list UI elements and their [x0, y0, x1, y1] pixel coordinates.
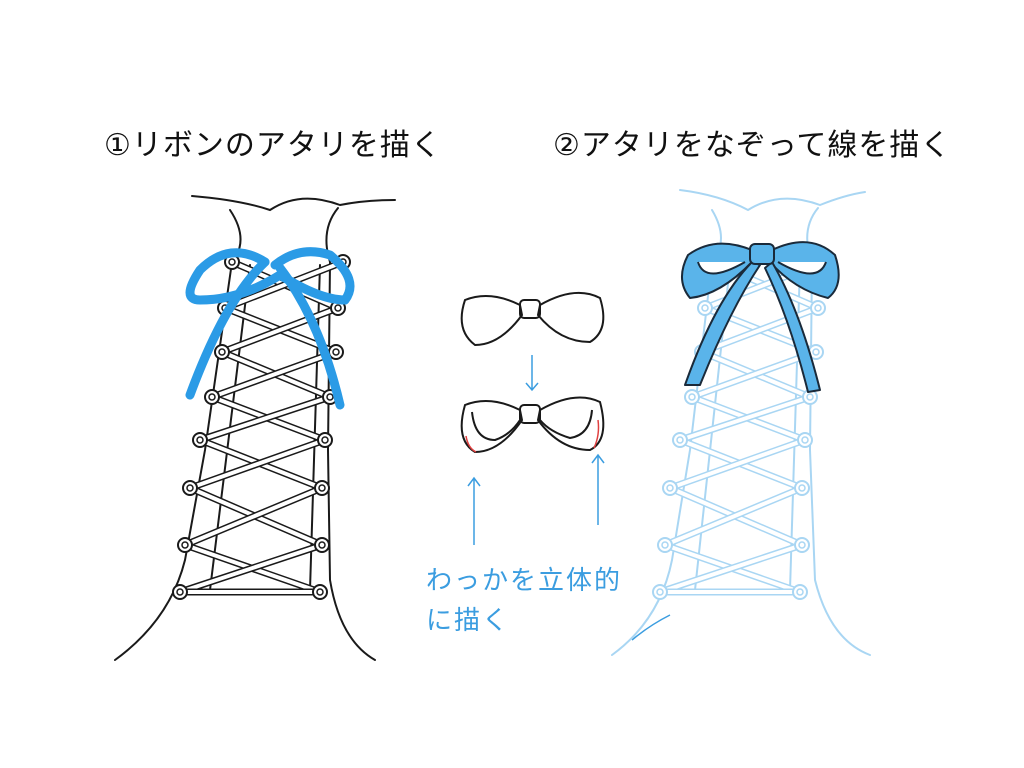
- eyelet-hole: [218, 348, 226, 356]
- arrows-up: [467, 453, 671, 641]
- neck-outline: [191, 195, 396, 212]
- eyelet: [684, 389, 700, 405]
- annotation-line-1: わっかを立体的: [426, 566, 623, 596]
- eyelet-hole: [318, 484, 326, 492]
- lace-fill: [188, 438, 327, 490]
- eyelet: [192, 432, 208, 448]
- eyelet-hole: [814, 304, 822, 312]
- eyelet-hole: [701, 304, 709, 312]
- eyelet: [672, 432, 688, 448]
- eyelet-hole: [688, 393, 696, 401]
- eyelet: [317, 432, 333, 448]
- eyelet-hole: [318, 541, 326, 549]
- eyelet: [652, 584, 668, 600]
- eyelet: [792, 584, 808, 600]
- eyelet-hole: [661, 541, 669, 549]
- shadow-mark-right: [593, 419, 600, 449]
- eyelet: [214, 344, 230, 360]
- right-traced-figure: [611, 189, 871, 656]
- eyelet-hole: [186, 484, 194, 492]
- lace-fill: [183, 486, 324, 547]
- eyelet-hole: [801, 436, 809, 444]
- lace-fill: [690, 350, 818, 399]
- lace-fill: [210, 350, 338, 399]
- eyelet: [797, 432, 813, 448]
- eyelet-hole: [326, 393, 334, 401]
- eyelet-hole: [228, 258, 236, 266]
- left-body-outline: [114, 209, 242, 661]
- lace-fill: [658, 543, 804, 594]
- eyelet: [794, 537, 810, 553]
- eyelet-hole: [321, 436, 329, 444]
- eyelet-hole: [676, 436, 684, 444]
- lace-fill: [223, 260, 345, 310]
- eyelet-hole: [656, 588, 664, 596]
- eyelet: [794, 480, 810, 496]
- lace-fill: [700, 306, 820, 354]
- eyelet-hole: [332, 348, 340, 356]
- bow-example-flat: [460, 291, 605, 347]
- lace-fill: [220, 306, 340, 354]
- eyelet-hole: [666, 484, 674, 492]
- eyelet-hole: [334, 304, 342, 312]
- eyelet-hole: [812, 348, 820, 356]
- eyelet: [204, 389, 220, 405]
- right-body-outline: [325, 207, 376, 661]
- eyelet: [172, 584, 188, 600]
- shadow-mark-left: [465, 435, 477, 453]
- eyelet-hole: [796, 588, 804, 596]
- arrow-down: [525, 355, 539, 392]
- eyelet: [662, 480, 678, 496]
- eyelet: [314, 480, 330, 496]
- lace-fill: [198, 395, 332, 442]
- bow-example-3d: [460, 396, 605, 454]
- step2-title: ②アタリをなぞって線を描く: [553, 128, 952, 163]
- eyelet-hole: [176, 588, 184, 596]
- eyelet: [810, 300, 826, 316]
- eyelet: [697, 300, 713, 316]
- eyelet-hole: [798, 484, 806, 492]
- rough-ribbon-guide: [185, 247, 355, 410]
- eyelet: [328, 344, 344, 360]
- final-ribbon: [681, 241, 840, 393]
- eyelet: [177, 537, 193, 553]
- lace-fill: [668, 438, 807, 490]
- lace-fill: [678, 395, 812, 442]
- eyelet-hole: [181, 541, 189, 549]
- eyelet: [657, 537, 673, 553]
- eyelet: [182, 480, 198, 496]
- lace-fill: [663, 486, 804, 547]
- eyelet-hole: [806, 393, 814, 401]
- left-sketch-figure: [114, 195, 396, 661]
- lace-fill: [178, 543, 324, 594]
- step1-title: ①リボンのアタリを描く: [104, 128, 442, 163]
- annotation-line-2: に描く: [426, 606, 511, 636]
- eyelet-hole: [316, 588, 324, 596]
- eyelet: [312, 584, 328, 600]
- eyelet: [314, 537, 330, 553]
- eyelet-hole: [208, 393, 216, 401]
- eyelet-hole: [196, 436, 204, 444]
- eyelet-hole: [798, 541, 806, 549]
